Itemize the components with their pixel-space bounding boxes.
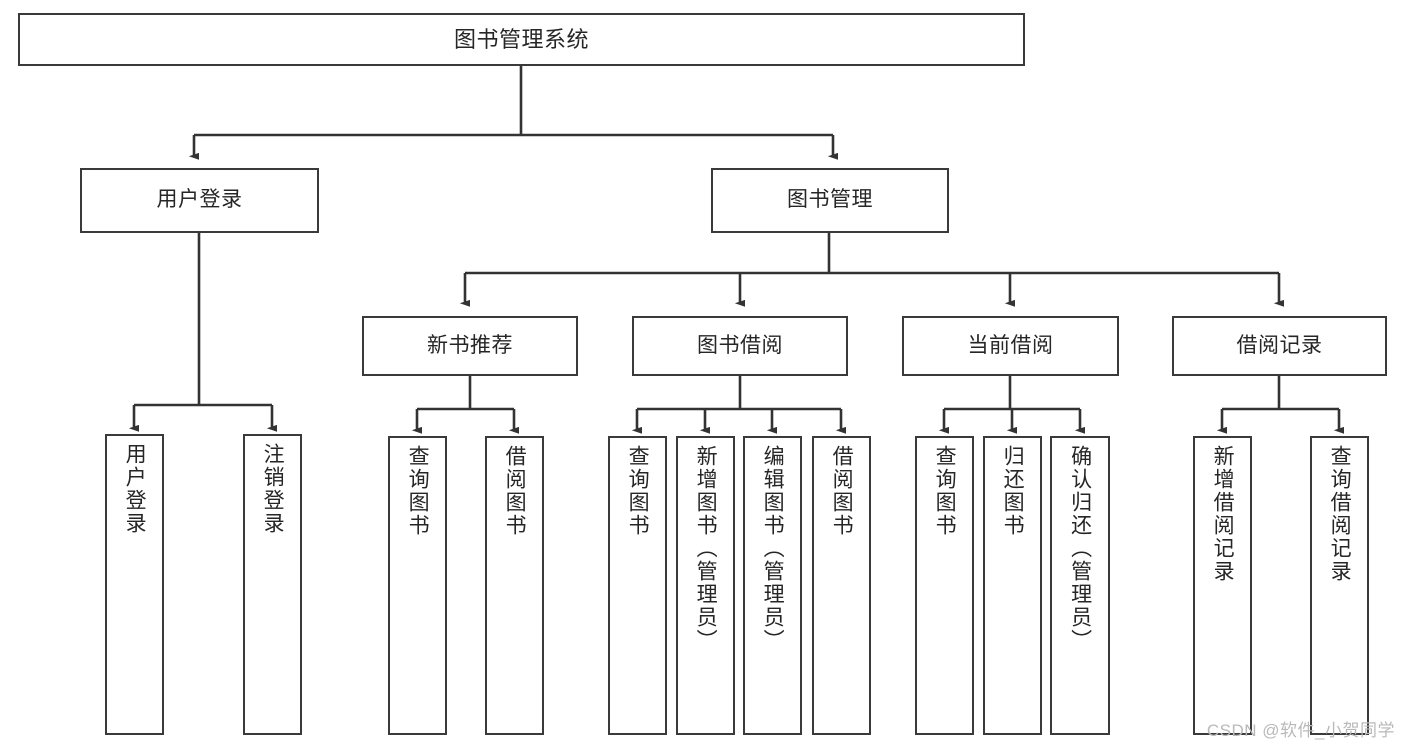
node-leaf-return-book[interactable]: 归还图书 [983, 436, 1042, 735]
node-leaf-query-book-2[interactable]: 查询图书 [608, 436, 667, 735]
node-leaf-logout-login[interactable]: 注销登录 [243, 434, 302, 735]
node-label: 查询图书 [933, 445, 957, 537]
node-book-borrow[interactable]: 图书借阅 [632, 316, 848, 376]
edges-userlogin-to-leaves [128, 233, 278, 432]
node-label: 归还图书 [1001, 445, 1025, 537]
node-label: 新增图书（管理员） [694, 445, 718, 652]
node-leaf-borrow-book-1[interactable]: 借阅图书 [485, 436, 544, 735]
node-label: 编辑图书（管理员） [761, 445, 785, 652]
node-label: 当前借阅 [967, 333, 1054, 357]
node-label: 新书推荐 [427, 333, 513, 357]
node-user-login[interactable]: 用户登录 [80, 168, 319, 233]
node-leaf-borrow-book-2[interactable]: 借阅图书 [812, 436, 871, 735]
node-label: 查询图书 [406, 445, 430, 537]
edges-root-to-level1 [188, 66, 839, 160]
node-current-borrow[interactable]: 当前借阅 [902, 316, 1119, 376]
node-label: 注销登录 [261, 443, 285, 535]
node-label: 图书借阅 [697, 333, 783, 357]
node-label: 新增借阅记录 [1211, 445, 1235, 583]
edges-bookmgmt-to-level2 [459, 233, 1285, 307]
node-label: 查询图书 [626, 445, 650, 537]
node-label: 用户登录 [156, 188, 243, 212]
node-label: 借阅图书 [830, 445, 854, 537]
node-label: 图书管理系统 [453, 26, 589, 52]
edges-currentborrow-to-leaves [938, 376, 1086, 434]
node-borrow-record[interactable]: 借阅记录 [1172, 316, 1387, 376]
edges-newbook-to-leaves [411, 376, 520, 434]
node-label: 确认归还（管理员） [1068, 445, 1092, 652]
node-leaf-edit-book[interactable]: 编辑图书（管理员） [743, 436, 802, 735]
node-leaf-user-login[interactable]: 用户登录 [105, 434, 164, 735]
node-leaf-query-book-3[interactable]: 查询图书 [915, 436, 974, 735]
node-leaf-confirm-return[interactable]: 确认归还（管理员） [1050, 436, 1110, 735]
node-new-book-recommend[interactable]: 新书推荐 [362, 316, 578, 376]
node-label: 图书管理 [787, 188, 873, 212]
csdn-watermark: CSDN @软件_小贺同学 [1206, 721, 1395, 740]
node-label: 借阅图书 [503, 445, 527, 537]
edges-borrowrecord-to-leaves [1216, 376, 1345, 434]
node-leaf-add-record[interactable]: 新增借阅记录 [1193, 436, 1252, 735]
node-root-system[interactable]: 图书管理系统 [18, 13, 1025, 66]
node-leaf-add-book[interactable]: 新增图书（管理员） [676, 436, 735, 735]
node-book-management[interactable]: 图书管理 [711, 168, 949, 233]
edges-bookborrow-to-leaves [631, 376, 847, 434]
node-leaf-query-record[interactable]: 查询借阅记录 [1310, 436, 1369, 735]
node-label: 查询借阅记录 [1328, 445, 1352, 583]
node-leaf-query-book-1[interactable]: 查询图书 [388, 436, 447, 735]
node-label: 用户登录 [123, 443, 147, 535]
node-label: 借阅记录 [1236, 333, 1323, 357]
